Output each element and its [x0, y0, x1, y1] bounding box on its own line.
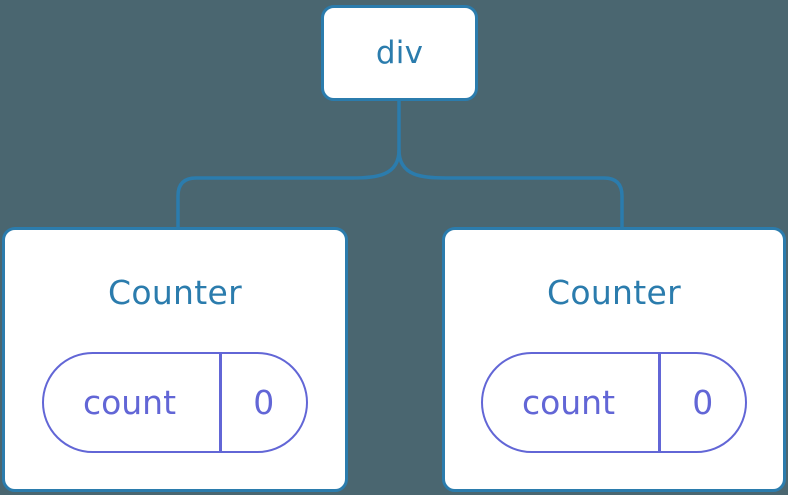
component-card-counter-0[interactable]: Counter count 0 [2, 227, 348, 492]
state-value-label: 0 [253, 383, 275, 422]
component-card-counter-1[interactable]: Counter count 0 [442, 227, 786, 492]
connector-branch-left [176, 149, 401, 229]
connector-branch-right [397, 149, 624, 229]
state-pill-divider [658, 354, 661, 451]
state-pill-divider [219, 354, 222, 451]
component-title: Counter [108, 273, 242, 312]
root-node-label: div [375, 34, 424, 71]
state-pill-count-1[interactable]: count 0 [481, 352, 747, 453]
state-key-label: count [82, 383, 177, 422]
state-value-label: 0 [692, 383, 714, 422]
state-key-label: count [521, 383, 616, 422]
state-pill-count-0[interactable]: count 0 [42, 352, 308, 453]
root-node-div[interactable]: div [321, 5, 478, 101]
component-title: Counter [547, 273, 681, 312]
